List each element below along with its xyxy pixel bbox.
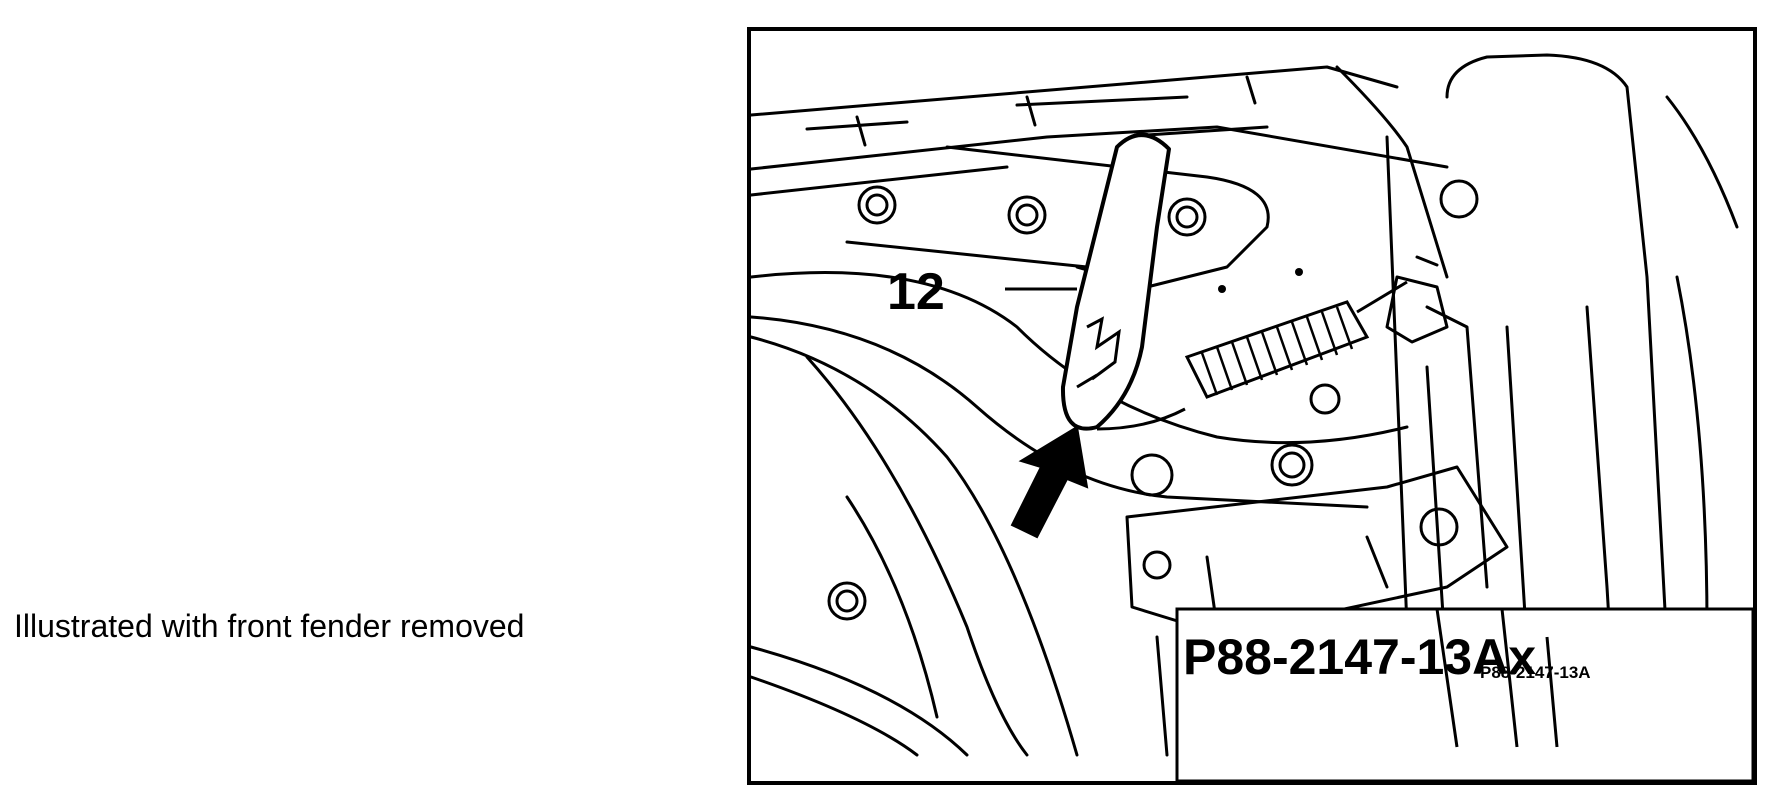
technical-illustration: 12 P88-2147-13Ax P88-2147-13A xyxy=(747,27,1757,785)
tension-spring xyxy=(1096,280,1408,431)
callout-label-12: 12 xyxy=(887,263,945,321)
figure-caption: Illustrated with front fender removed xyxy=(14,608,525,644)
pointer-arrow xyxy=(1010,425,1089,539)
figure-code: P88-2147-13Ax xyxy=(1183,629,1536,685)
code-box-overlap-lines xyxy=(1435,608,1559,748)
lever-detail xyxy=(1076,316,1121,389)
figure-code-small: P88-2147-13A xyxy=(1480,663,1591,682)
rivet-dot xyxy=(1295,268,1303,276)
figure-code-box xyxy=(1175,607,1755,783)
rivet-dot xyxy=(1218,285,1226,293)
illustration-canvas: 12 P88-2147-13Ax P88-2147-13A xyxy=(747,27,1757,785)
hinge-lever xyxy=(1060,133,1171,431)
